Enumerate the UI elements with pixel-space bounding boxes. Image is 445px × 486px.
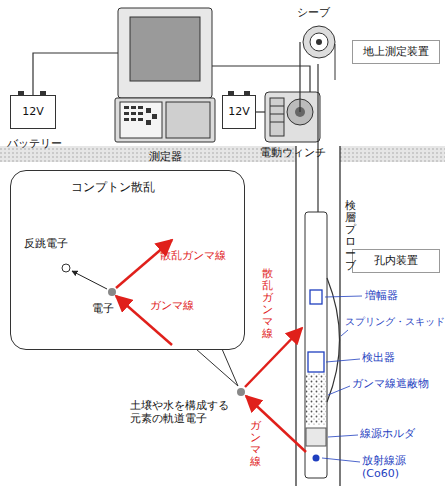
node-text: 12V xyxy=(22,106,44,119)
part-label: 線源ホルダ xyxy=(360,428,415,441)
node-text: 測定器 xyxy=(149,151,182,164)
measuring-device xyxy=(115,8,215,142)
sheave: シーブ xyxy=(301,24,337,64)
ray-label: 散乱ガンマ線 xyxy=(262,268,273,341)
node-text: バッテリー xyxy=(7,138,62,151)
part-label: 電子 xyxy=(92,303,114,316)
battery: 12V xyxy=(222,95,256,129)
recoil-arrow xyxy=(72,271,107,289)
cable xyxy=(317,64,318,212)
borehole-wall xyxy=(339,146,340,486)
wire xyxy=(256,111,265,112)
node-text: シーブ xyxy=(297,7,330,20)
orbital-electron xyxy=(237,388,245,396)
borehole-wall xyxy=(295,146,296,486)
cable xyxy=(335,44,336,80)
ray-label: 散乱ガンマ線 xyxy=(160,250,226,263)
recoil-electron xyxy=(62,264,70,272)
region-box: 地上測定装置 xyxy=(352,40,440,64)
part-label: 増幅器 xyxy=(365,290,398,303)
part-label: 検出器 xyxy=(362,352,395,365)
callout-tail xyxy=(196,349,238,386)
sheave xyxy=(303,26,335,58)
ground-band xyxy=(340,146,445,162)
node-text: 地上測定装置 xyxy=(363,46,429,59)
scattered-gamma-ray xyxy=(245,328,302,387)
part-label: 反跳電子 xyxy=(24,238,68,251)
probe-label: 検層プローブ xyxy=(345,200,356,273)
part-label: ガンマ線遮蔽物 xyxy=(352,378,429,391)
region-box: 孔内装置 xyxy=(352,249,440,273)
ray-label: ガンマ線 xyxy=(250,420,261,468)
node-text: 電動ウィンチ xyxy=(260,147,326,160)
battery: 12Vバッテリー xyxy=(10,95,56,129)
node-text: 孔内装置 xyxy=(374,255,418,268)
measuring-device: 測定器 xyxy=(115,8,215,166)
wire xyxy=(299,42,300,112)
electric-winch: 電動ウィンチ xyxy=(265,92,320,162)
electric-winch xyxy=(265,92,320,142)
electron xyxy=(108,288,116,296)
node-text: 12V xyxy=(228,106,250,119)
node-text: コンプトン散乱 xyxy=(71,181,155,195)
part-label: 放射線源 (Co60) xyxy=(362,455,424,480)
part-label: スプリング・スキッド xyxy=(345,316,445,328)
wire xyxy=(212,66,310,92)
part-label: 土壌や水を構成する元素の軌道電子 xyxy=(130,400,234,425)
ray-label: ガンマ線 xyxy=(150,300,194,313)
scattered-gamma-ray xyxy=(116,240,172,288)
logging-probe xyxy=(305,212,340,478)
wire xyxy=(33,53,118,95)
gamma-ray xyxy=(116,296,172,345)
